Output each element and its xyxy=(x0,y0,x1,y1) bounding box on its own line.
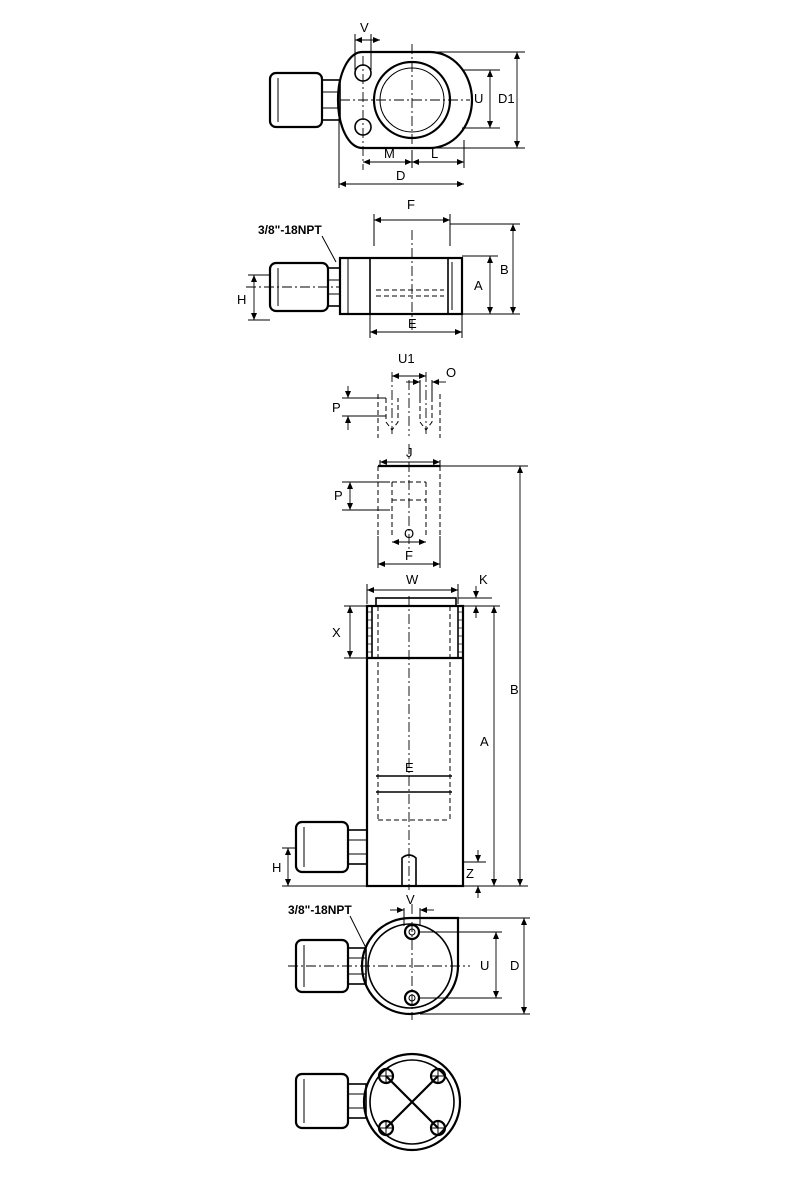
label-u: U xyxy=(474,91,483,106)
coupler-fitting-cylinder xyxy=(294,820,368,874)
label-port-side: 3/8"-18NPT xyxy=(258,223,322,237)
label-e-side: E xyxy=(408,316,417,331)
label-m: M xyxy=(384,146,395,161)
saddle-detail-view: J P O F xyxy=(334,444,441,568)
label-x: X xyxy=(332,625,341,640)
label-w: W xyxy=(406,572,419,587)
label-h-side: H xyxy=(237,292,246,307)
coupler-fitting xyxy=(268,71,341,129)
label-u1: U1 xyxy=(398,351,415,366)
label-e-cylinder: E xyxy=(405,760,414,775)
label-o-saddle: O xyxy=(404,526,414,541)
label-f-saddle: F xyxy=(405,548,413,563)
label-o-plunger: O xyxy=(446,365,456,380)
label-d-base: D xyxy=(510,958,519,973)
label-a-cylinder: A xyxy=(480,734,489,749)
plunger-detail-view: U1 O P xyxy=(332,351,456,438)
label-v-base: V xyxy=(406,892,415,907)
label-d: D xyxy=(396,168,405,183)
label-b-cylinder: B xyxy=(510,682,519,697)
label-b-side: B xyxy=(500,262,509,277)
label-p-plunger: P xyxy=(332,400,341,415)
label-port-base: 3/8"-18NPT xyxy=(288,903,352,917)
label-l: L xyxy=(431,146,438,161)
label-u-base: U xyxy=(480,958,489,973)
label-p-saddle: P xyxy=(334,488,343,503)
label-f-side: F xyxy=(407,197,415,212)
label-z: Z xyxy=(466,866,474,881)
side-flange-view: 3/8"-18NPT F B A H E xyxy=(237,197,520,338)
bolt-holes xyxy=(377,1067,447,1137)
label-k: K xyxy=(479,572,488,587)
label-j: J xyxy=(406,445,413,460)
cylinder-elevation-view: W K X B A E H Z xyxy=(272,465,528,898)
base-view: 3/8"-18NPT V U D xyxy=(288,892,530,1020)
label-d1: D1 xyxy=(498,91,515,106)
top-flange-view: V U D1 M L D xyxy=(268,20,525,188)
label-v: V xyxy=(360,20,369,35)
bottom-view xyxy=(294,1052,462,1152)
label-h-cylinder: H xyxy=(272,860,281,875)
label-a-side: A xyxy=(474,278,483,293)
coupler-fitting-bottom xyxy=(294,1072,367,1130)
